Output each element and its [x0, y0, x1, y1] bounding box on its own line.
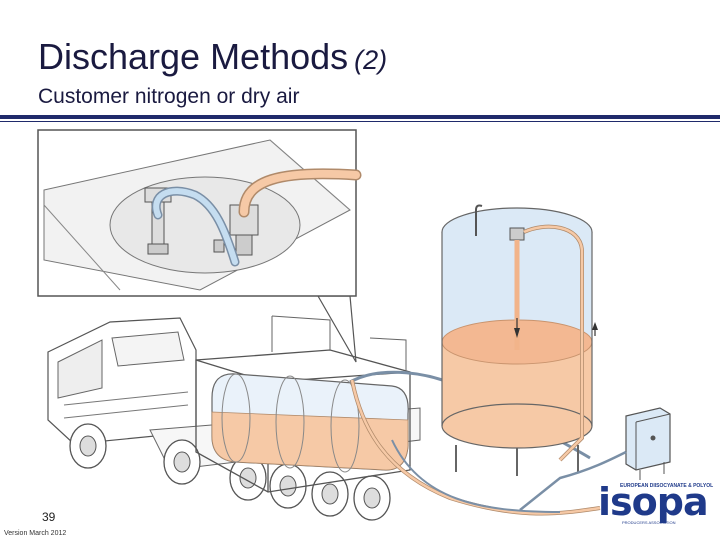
- page-number: 39: [42, 510, 56, 524]
- title-rule-thin: [0, 121, 720, 122]
- logo-tagline-bottom: PRODUCERS ASSOCIATION: [622, 520, 676, 525]
- tank-truck-illustration: [47, 315, 601, 521]
- logo-wordmark: isopa: [598, 480, 709, 524]
- slide-title-main: Discharge Methods: [38, 36, 349, 77]
- slide-subtitle: Customer nitrogen or dry air: [38, 85, 300, 108]
- hose-detail-inset: [37, 129, 362, 363]
- isopa-logo: isopa EUROPEAN DIISOCYANATE & POLYOL PRO…: [598, 478, 714, 526]
- discharge-illustration: [37, 129, 671, 521]
- slide-title-suffix: (2): [354, 45, 388, 75]
- storage-tank-illustration: [441, 204, 598, 476]
- version-label: Version March 2012: [4, 530, 67, 537]
- title-rule-thick: [0, 115, 720, 119]
- control-box-illustration: [519, 407, 671, 511]
- slide-title: Discharge Methods(2): [38, 36, 387, 78]
- logo-tagline-top: EUROPEAN DIISOCYANATE & POLYOL: [620, 483, 714, 489]
